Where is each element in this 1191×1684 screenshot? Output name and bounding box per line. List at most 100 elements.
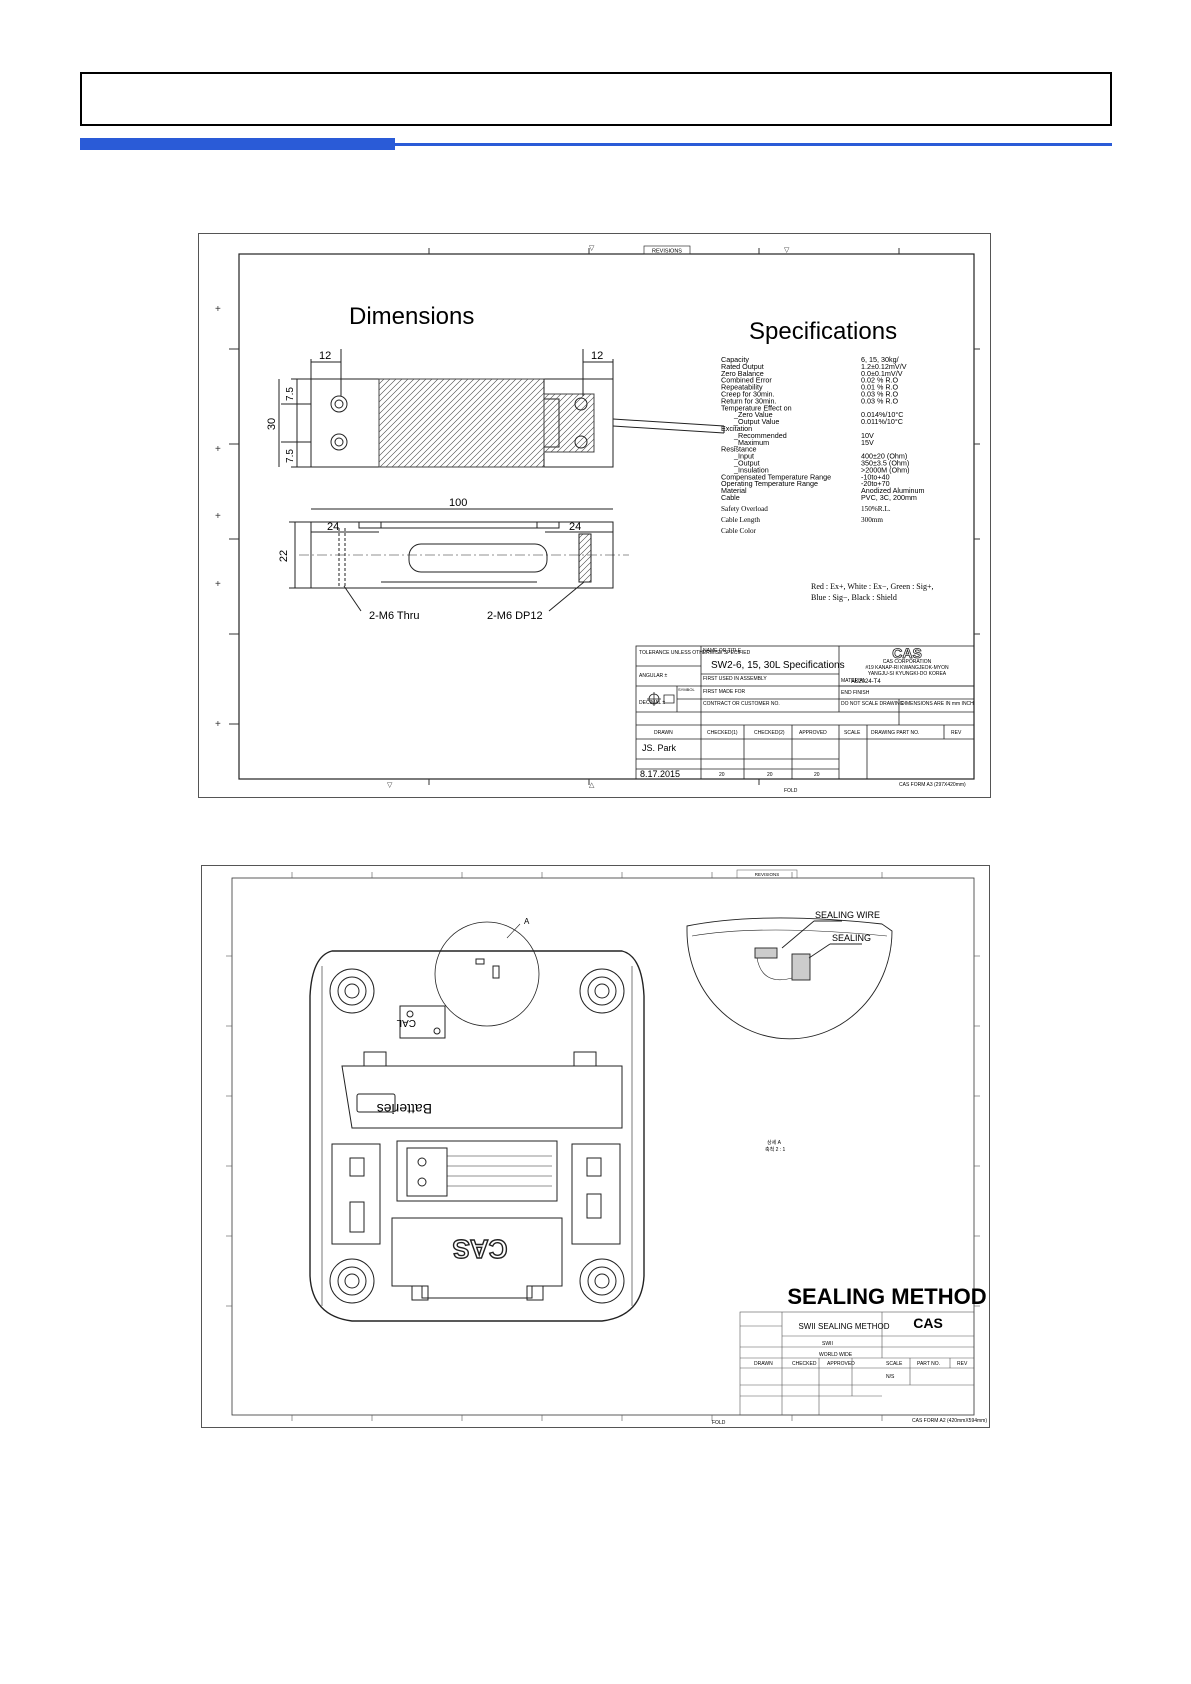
dim-12-right: 12 (591, 350, 603, 362)
spec-label: Combined Error (721, 376, 772, 385)
specifications-title: Specifications (749, 318, 897, 345)
tb2-contract-value: WORLD WIDE (819, 1352, 853, 1358)
spec-label: Excitation (721, 424, 752, 433)
spec-value: 6, 15, 30kg/ (861, 355, 899, 364)
dim-100: 100 (449, 497, 467, 509)
tb-symbol: SYMBOL (678, 687, 695, 692)
detail-caption-1: 상세 A (767, 1139, 782, 1146)
tb-name-title-label: NAME OR TITLE (703, 648, 742, 654)
inner-border (238, 253, 975, 780)
spec-value: PVC, 3C, 200mm (861, 493, 917, 502)
spec-label: Creep for 30min. (721, 390, 775, 399)
drawing-dimensions-specifications: +++ ++ ▽▽ ▽△ REVISIONS Dimensions Specif… (198, 233, 991, 798)
tb-company: CAS CORPORATION (883, 659, 932, 665)
spec-label: Zero Balance (721, 369, 764, 378)
sealing-method-heading: SEALING METHOD (787, 1284, 986, 1309)
load-cell-side-view (289, 508, 629, 612)
tb-address1: #19 KANAP-RI KWANGJEOK-MYON (865, 665, 949, 671)
spec-value: 10V (861, 431, 874, 440)
tb-drawn-by: JS. Park (642, 743, 677, 753)
dimensions-title: Dimensions (349, 303, 474, 330)
svg-text:▽: ▽ (387, 782, 393, 789)
dim-7-5-bottom: 7.5 (285, 449, 296, 463)
svg-text:▽: ▽ (589, 245, 595, 252)
spec-value: -20to+70 (861, 479, 890, 488)
load-cell-top-view (278, 349, 725, 468)
dim-24-right: 24 (569, 521, 581, 533)
detail-marker: A (524, 917, 530, 926)
header-rule-thin (392, 143, 1112, 146)
spec-label: Operating Temperature Range (721, 479, 818, 488)
spec-label: Compensated Temperature Range (721, 472, 831, 481)
tb2-first-used-value: SWII (822, 1341, 833, 1347)
cal-label: CAL (396, 1017, 416, 1028)
tb-form: CAS FORM A3 (297X420mm) (899, 782, 966, 788)
spec-value: 350±3.5 (Ohm) (861, 459, 909, 468)
spec-label: _Output (733, 459, 760, 468)
specifications-list: Capacity 6, 15, 30kg/Rated Output 1.2±0.12… (721, 355, 925, 535)
tb2-title: SWII SEALING METHOD (798, 1322, 889, 1331)
tb-decimal: DECIMAL ± (639, 700, 665, 706)
spec-label: _Maximum (733, 438, 769, 447)
spec-label: Resistance (721, 445, 757, 454)
spec-label: Cable Color (721, 527, 757, 535)
spec-value: -10to+40 (861, 472, 890, 481)
spec-value: Anodized Aluminum (861, 486, 925, 495)
tb2-scale-value: N/S (886, 1374, 895, 1380)
tb-first-made: FIRST MADE FOR (703, 689, 746, 695)
tb2-form: CAS FORM A2 (420mmX594mm) (912, 1418, 987, 1424)
spec-value: >2000M (Ohm) (861, 465, 910, 474)
spec-label: _Input (733, 452, 754, 461)
tb-date: 8.17.2015 (640, 769, 680, 779)
tb-approved: APPROVED (799, 730, 827, 736)
header-box (80, 72, 1112, 126)
tb-material-label: MATERIAL (841, 678, 866, 684)
spec-label: Repeatability (721, 383, 763, 392)
hole-label-dp12: 2-M6 DP12 (487, 610, 543, 622)
svg-text:+: + (215, 511, 221, 522)
tb-material-value: AL2024-T4 (851, 679, 881, 685)
svg-text:+: + (215, 304, 221, 315)
spec-label: _Output Value (733, 417, 779, 426)
scale-bottom-view (309, 921, 645, 1322)
tb2-rev: REV (957, 1361, 968, 1367)
spec-label: Capacity (721, 355, 749, 364)
tb-d2: 20 (767, 772, 773, 778)
batteries-label: Batteries (377, 1101, 432, 1117)
tb2-checked: CHECKED (792, 1361, 817, 1367)
spec-value: 1.2±0.12mV/V (861, 362, 907, 371)
spec-label: Rated Output (721, 362, 764, 371)
tb-scale: SCALE (844, 730, 861, 736)
tb-title: SW2-6, 15, 30L Specifications (711, 660, 845, 671)
tb-do-not-scale: DO NOT SCALE DRAWING (841, 701, 904, 707)
spec-label: _Zero Value (733, 410, 773, 419)
spec-value: 400±20 (Ohm) (861, 452, 907, 461)
tb2-drawn: DRAWN (754, 1361, 773, 1367)
svg-text:+: + (215, 579, 221, 590)
tb-checked2: CHECKED(2) (754, 730, 785, 736)
spec-label: _Recommended (733, 431, 787, 440)
svg-text:△: △ (589, 782, 595, 789)
tb-address2: YANGJU-SI KYUNGKI-DO KOREA (868, 671, 947, 677)
svg-text:+: + (215, 444, 221, 455)
spec-value: 0.014%/10°C (861, 410, 903, 419)
cas-logo-2: CAS (913, 1315, 943, 1331)
tb2-scale: SCALE (886, 1361, 903, 1367)
tb-first-used: FIRST USED IN ASSEMBLY (703, 676, 767, 682)
tb-d1: 20 (719, 772, 725, 778)
tb-end-finish: END FINISH (841, 690, 870, 696)
tb-d3: 20 (814, 772, 820, 778)
inner-border-2 (231, 877, 975, 1416)
spec-value: 0.0±0.1mV/V (861, 369, 903, 378)
detail-caption-2: 축척 2 : 1 (765, 1146, 786, 1153)
svg-text:▽: ▽ (784, 247, 790, 254)
tb2-approved: APPROVED (827, 1361, 855, 1367)
dim-30: 30 (266, 418, 278, 430)
drawing-sealing-method: REVISIONS Batteries CAL CAS A (201, 865, 990, 1428)
spec-label: Cable Length (721, 516, 760, 524)
revisions-label: REVISIONS (652, 249, 682, 255)
spec-label: Cable (721, 493, 740, 502)
tb-rev: REV (951, 730, 962, 736)
tb-drawn: DRAWN (654, 730, 673, 736)
title-block-1 (635, 645, 975, 780)
